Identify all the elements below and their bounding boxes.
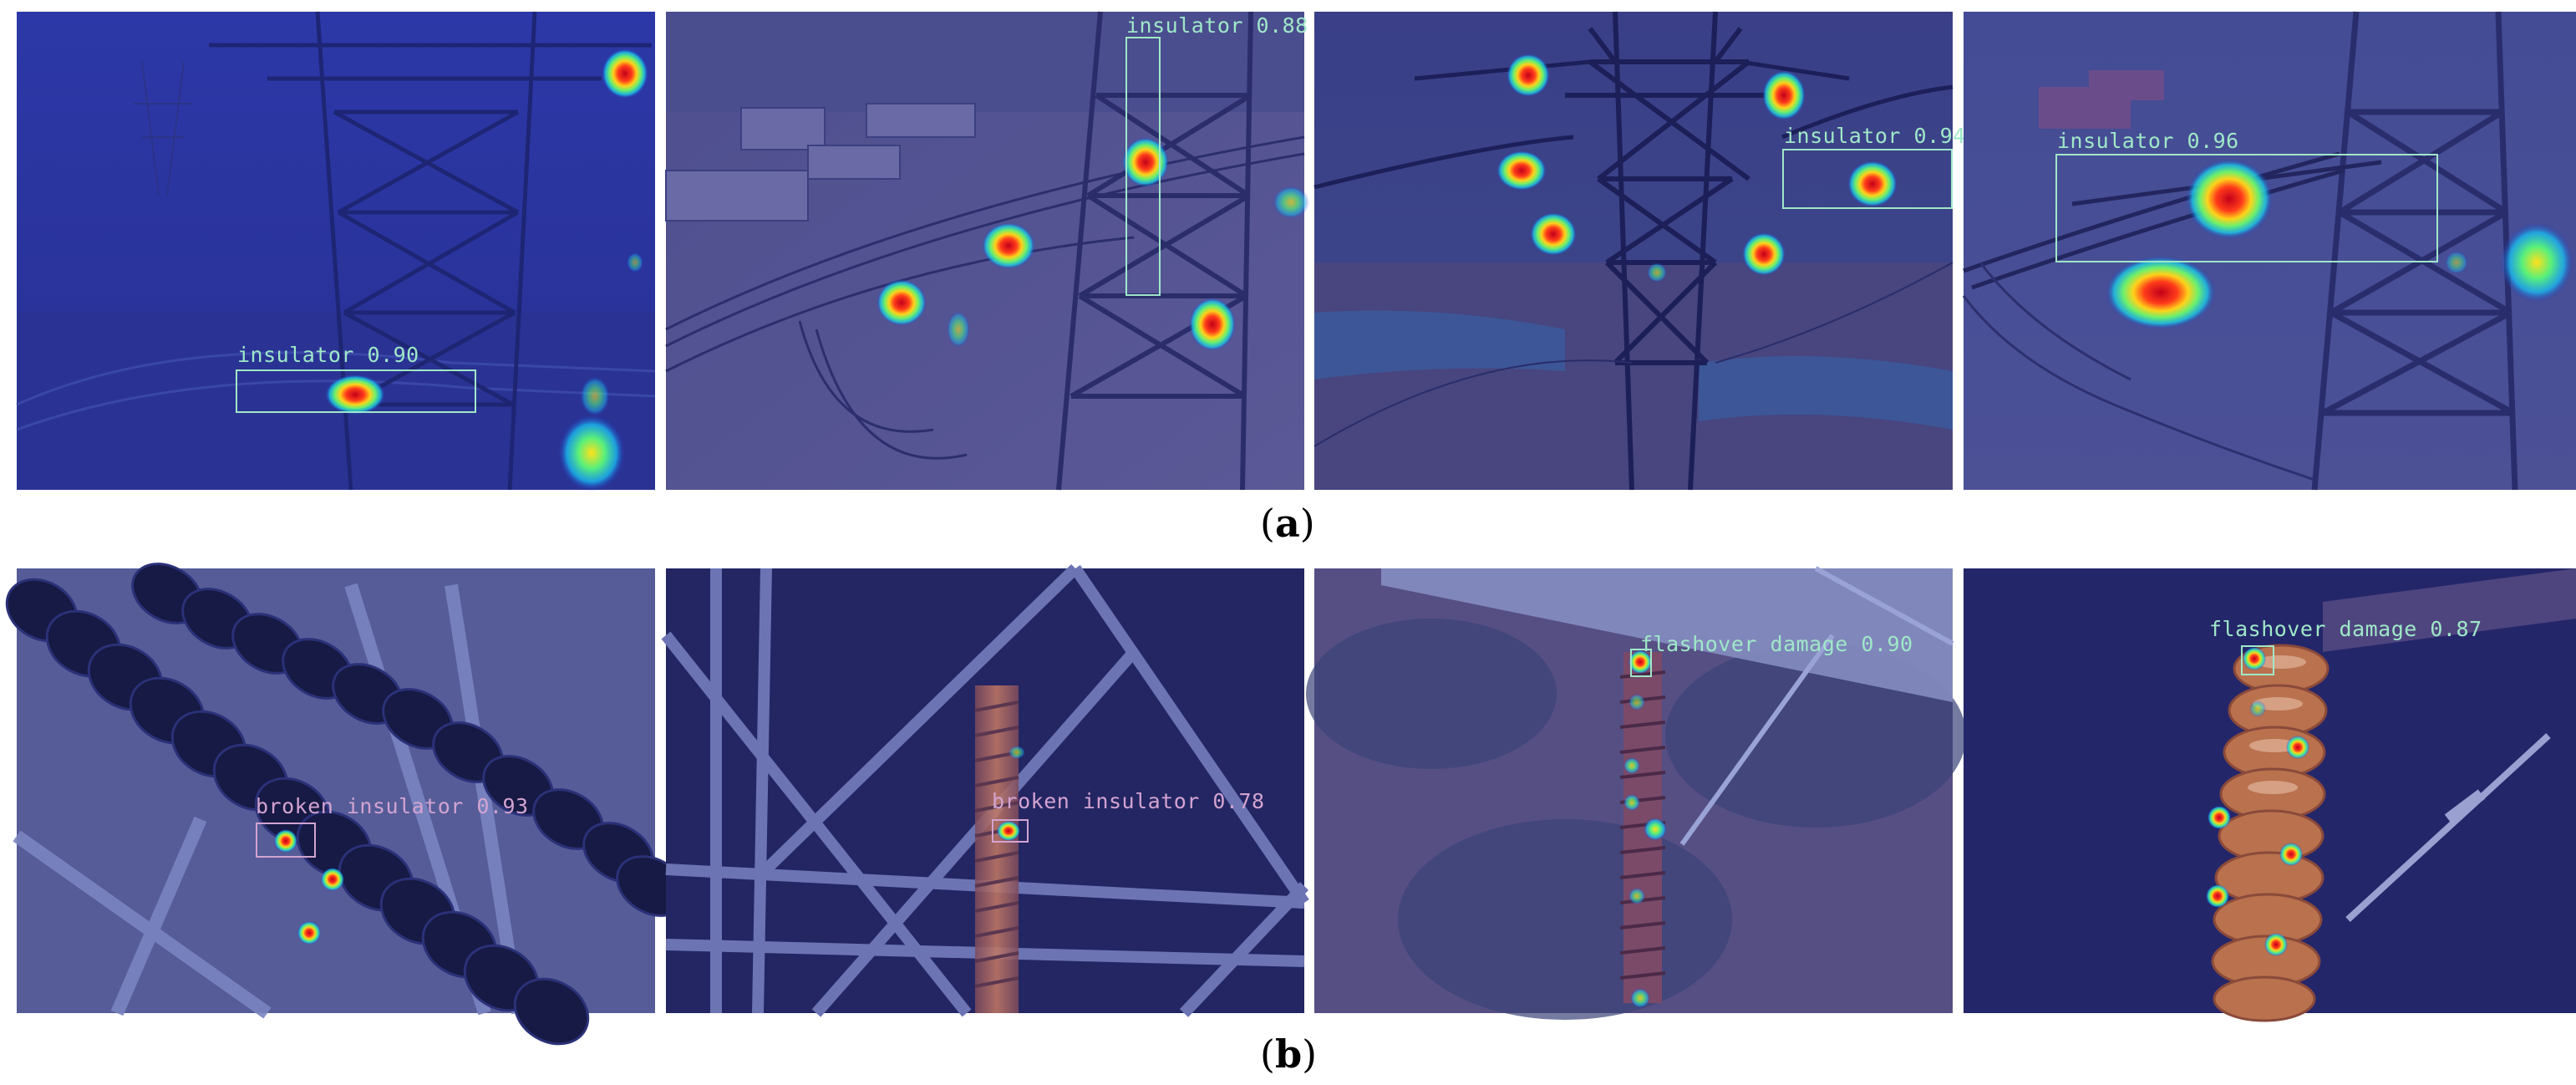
detection-label: flashover damage 0.90: [1640, 632, 1913, 656]
detection-box: [2055, 154, 2438, 262]
panel-b2: broken insulator 0.78: [661, 563, 1309, 1017]
detection-label: broken insulator 0.78: [992, 789, 1265, 813]
detection-box: [1782, 149, 1953, 209]
panel-b4: flashover damage 0.87: [1964, 568, 2576, 1022]
detection-box: [236, 369, 476, 413]
caption-a: (a): [1260, 504, 1315, 542]
panel-b2-scene: [661, 563, 1309, 1017]
panel-a3: insulator 0.94: [1313, 11, 1965, 491]
panel-a2-scene: [665, 11, 1309, 491]
caption-b-open: (: [1260, 1032, 1275, 1077]
detection-box: [2241, 645, 2274, 675]
panel-b4-scene: [1964, 568, 2576, 1022]
panel-a3-scene: [1313, 11, 1954, 491]
panel-a4-scene: [1962, 11, 2576, 491]
detection-label: insulator 0.88: [1126, 13, 1308, 38]
panel-b1: broken insulator 0.93: [5, 563, 688, 1046]
detection-label: flashover damage 0.87: [2209, 617, 2482, 641]
caption-b-letter: b: [1274, 1032, 1303, 1077]
caption-b-close: ): [1302, 1032, 1318, 1077]
detection-label: broken insulator 0.93: [256, 794, 529, 818]
detection-label: insulator 0.96: [2057, 129, 2239, 153]
panel-a1-scene: [16, 11, 656, 492]
detection-box: [256, 823, 316, 858]
panel-b3-scene: [1306, 566, 1966, 1020]
panel-a4: insulator 0.96: [1962, 11, 2576, 491]
caption-a-open: (: [1260, 501, 1275, 546]
caption-a-letter: a: [1274, 501, 1300, 546]
panel-a2: insulator 0.88: [665, 11, 1309, 491]
panel-b3: flashover damage 0.90: [1306, 566, 1966, 1020]
detection-label: insulator 0.94: [1784, 124, 1966, 148]
panel-a1: insulator 0.90: [16, 11, 656, 492]
detection-box: [1630, 649, 1652, 677]
caption-a-close: ): [1299, 501, 1315, 546]
detection-box: [992, 819, 1029, 843]
panel-b1-scene: [5, 563, 688, 1046]
caption-b: (b): [1260, 1035, 1317, 1073]
detection-label: insulator 0.90: [237, 343, 419, 367]
detection-box: [1125, 37, 1161, 296]
